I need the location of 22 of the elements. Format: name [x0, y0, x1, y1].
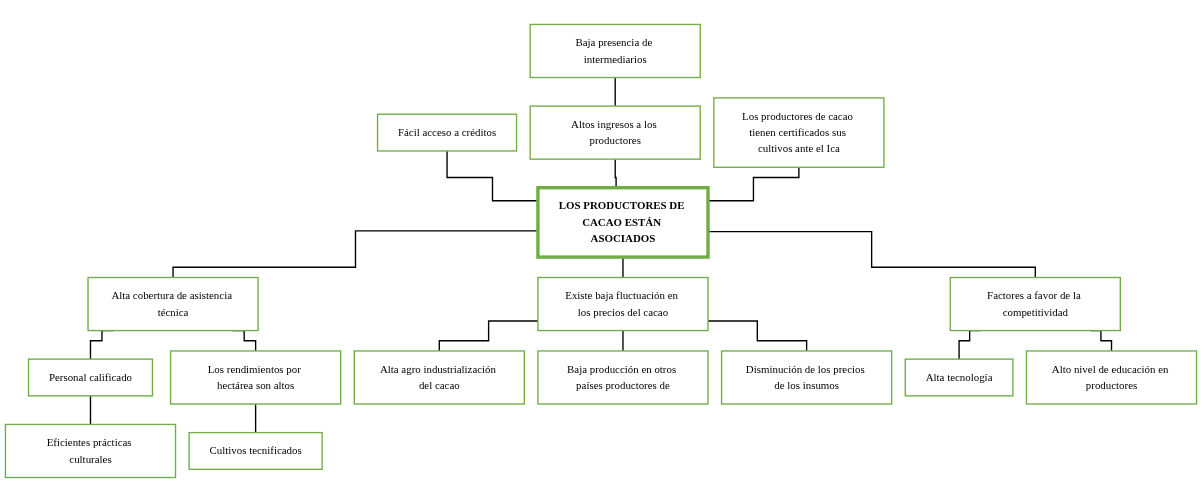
node-box: Los productores de cacao tienen certificados sus cultivos ante el Ica [713, 96, 885, 168]
node-box: Cultivos tecnificados [188, 431, 323, 470]
connector [622, 329, 624, 352]
node-box: Alto nivel de educación en productores [1025, 349, 1198, 405]
connector [614, 158, 618, 188]
node-box: Baja producción en otros países productores de [537, 349, 709, 405]
connector [614, 76, 616, 107]
node-box: Existe baja fluctuación en los precios del cacao [537, 276, 709, 331]
node-box: Eficientes prácticas culturales [4, 423, 177, 478]
node-box: Alta tecnología [904, 358, 1014, 397]
node-box: Fácil acceso a créditos [376, 113, 518, 152]
node-box: Alta agro industrialización del cacao [353, 349, 525, 405]
node-box: LOS PRODUCTORES DE CACAO ESTÁN ASOCIADOS [536, 185, 710, 259]
connector [254, 402, 257, 433]
node-box: Factores a favor de la competitividad [949, 276, 1121, 331]
node-box: Disminución de los precios de los insumos [720, 349, 893, 405]
node-box: Alta cobertura de asistencia técnica [87, 276, 259, 331]
node-box: Altos ingresos a los productores [529, 104, 701, 160]
connector [89, 394, 92, 425]
node-box: Baja presencia de intermediarios [529, 23, 701, 78]
node-box: Los rendimientos por hectárea son altos [169, 349, 342, 405]
node-box: Personal calificado [27, 358, 154, 397]
